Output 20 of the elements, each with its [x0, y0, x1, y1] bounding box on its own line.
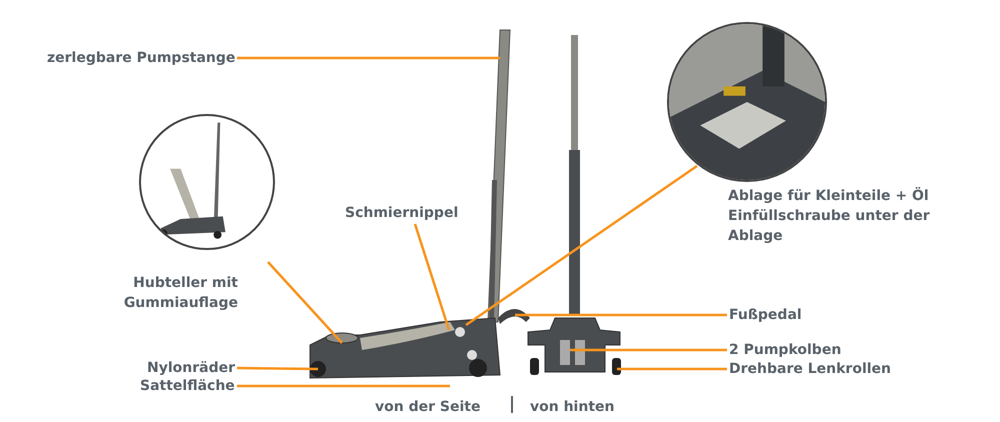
leader-line [236, 366, 318, 370]
leader-line [237, 384, 450, 388]
leader-line [617, 368, 727, 370]
view-caption: von der Seite [375, 398, 480, 417]
callout-label: zerlegbare Pumpstange [47, 48, 236, 68]
callout-label: Drehbare Lenkrollen [729, 359, 892, 379]
leader-line [465, 164, 698, 326]
callout-label: Nylonräder [147, 358, 235, 378]
callout-label: Fußpedal [729, 305, 802, 325]
callout-label: Sattelfläche [140, 376, 235, 396]
leader-line [570, 348, 727, 352]
leader-line [414, 224, 450, 330]
callout-label: Hubteller mit Gummiauflage [122, 274, 238, 313]
callout-label: Schmiernippel [345, 203, 458, 223]
leader-line [515, 314, 727, 316]
callout-label: Ablage für Kleinteile + Öl Einfüllschraube unter der Ablage [728, 186, 931, 246]
callout-label: 2 Pumpkolben [729, 340, 842, 360]
leader-line [237, 56, 500, 60]
view-caption: von hinten [530, 398, 614, 417]
leader-line [267, 261, 343, 344]
